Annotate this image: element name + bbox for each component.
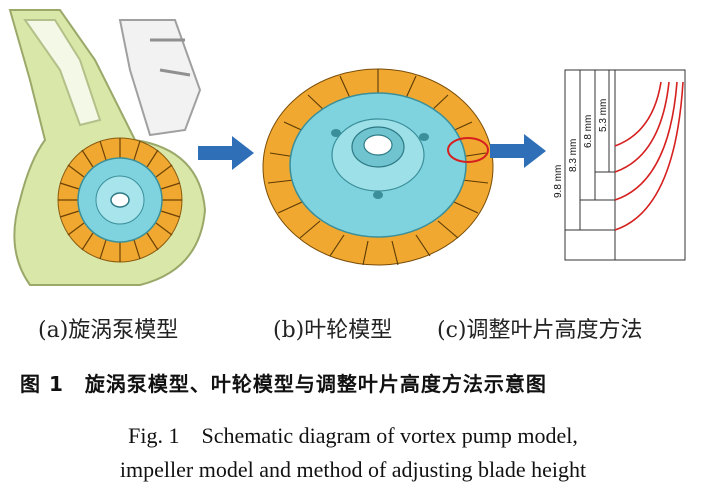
blade-highlight-circle: [447, 137, 489, 163]
vortex-pump-model-figure: [0, 0, 220, 290]
keyway-hole: [363, 134, 393, 156]
impeller-model-figure: [262, 68, 494, 266]
bolt-hole: [373, 191, 383, 199]
blade-height-diagram: 9.8 mm 8.3 mm 6.8 mm 5.3 mm: [553, 69, 686, 261]
arrow-right-icon: [490, 134, 546, 168]
inlet-channel: [23, 19, 102, 127]
dim-label-8-3: 8.3 mm: [568, 139, 579, 172]
blade-height-curves: [614, 81, 684, 231]
outlet-channel: [118, 19, 202, 137]
shaft-hole: [110, 192, 130, 208]
impeller-blade-lines: [267, 69, 489, 266]
bolt-hole: [419, 133, 429, 141]
panel-a-label: (a)旋涡泵模型: [38, 318, 179, 343]
dim-label-6-8: 6.8 mm: [583, 115, 594, 148]
panel-b-label: (b)叶轮模型: [273, 318, 393, 343]
bolt-hole: [331, 129, 341, 137]
arrow-right-icon: [198, 136, 254, 170]
blade-lines: [58, 138, 182, 262]
panel-c-label: (c)调整叶片高度方法: [437, 318, 643, 343]
figure-caption-english-line1: Fig. 1 Schematic diagram of vortex pump …: [128, 423, 578, 448]
dim-label-5-3: 5.3 mm: [598, 99, 609, 132]
dim-label-9-8: 9.8 mm: [553, 165, 564, 198]
figure-caption-chinese: 图 1 旋涡泵模型、叶轮模型与调整叶片高度方法示意图: [20, 372, 547, 396]
figure-caption-english-line2: impeller model and method of adjusting b…: [119, 457, 587, 482]
